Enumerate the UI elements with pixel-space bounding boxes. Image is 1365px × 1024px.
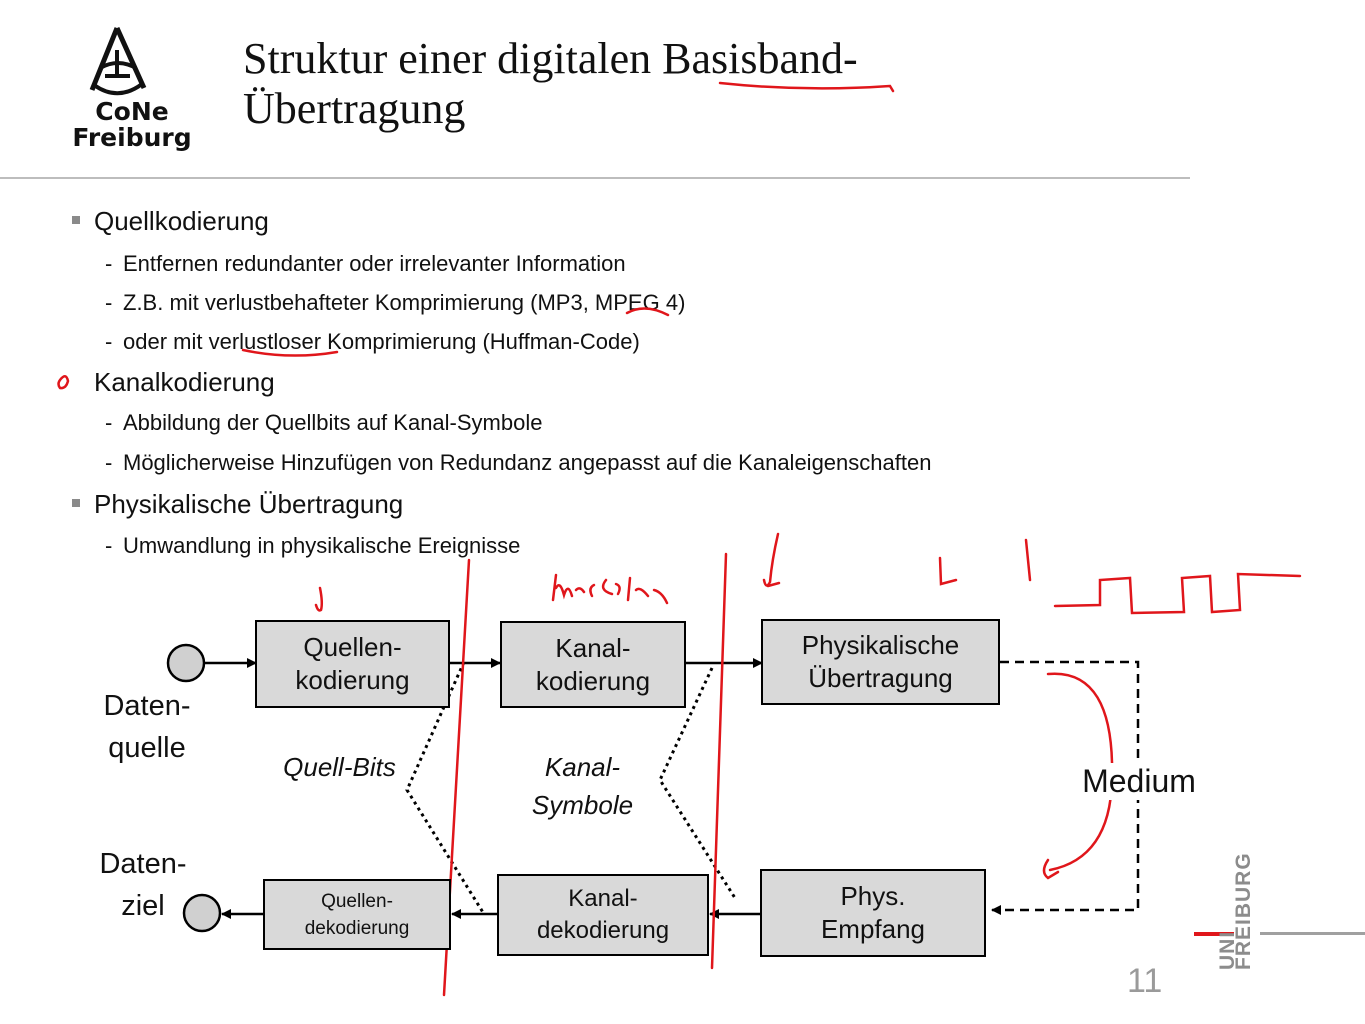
box-quellenkodierung: Quellen- kodierung bbox=[255, 620, 450, 708]
title-line-1: Struktur einer digitalen Basisband- bbox=[243, 34, 858, 83]
sub-item-label: Z.B. mit verlustbehafteter Komprimierung… bbox=[123, 290, 686, 315]
sub-item-label: oder mit verlustloser Komprimierung (Huf… bbox=[123, 329, 640, 354]
bullet-label: Physikalische Übertragung bbox=[94, 489, 404, 519]
sub-item-label: Umwandlung in physikalische Ereignisse bbox=[123, 533, 521, 558]
red-handwriting bbox=[57, 81, 1302, 997]
kanal-symbole-label: Kanal- Symbole bbox=[531, 752, 634, 820]
freiburg-text: FREIBURG bbox=[1232, 852, 1255, 970]
title-line-2: Übertragung bbox=[243, 84, 466, 133]
bullet-quellkodierung: Quellkodierung bbox=[72, 206, 269, 236]
antenna-icon bbox=[89, 26, 147, 96]
bullet-label: Kanalkodierung bbox=[94, 367, 275, 397]
sub-item-label: Abbildung der Quellbits auf Kanal-Symbol… bbox=[123, 410, 543, 435]
box-kanaldekodierung: Kanal- dekodierung bbox=[497, 874, 709, 956]
box-physikalische-uebertragung: Physikalische Übertragung bbox=[761, 619, 1000, 705]
page-number: 11 bbox=[1127, 962, 1163, 1000]
sub-item: -Z.B. mit verlustbehafteter Komprimierun… bbox=[105, 290, 686, 315]
bullet-physikalische-uebertragung: Physikalische Übertragung bbox=[72, 489, 403, 519]
source-node bbox=[166, 643, 206, 683]
pointer-lines bbox=[405, 661, 737, 915]
medium-label: Medium bbox=[1064, 763, 1214, 800]
logo-grey-bar bbox=[1260, 932, 1365, 935]
box-quellendekodierung: Quellen- dekodierung bbox=[263, 879, 451, 950]
title-divider bbox=[0, 177, 1190, 179]
sub-item-label: Entfernen redundanter oder irrelevanter … bbox=[123, 251, 626, 276]
uni-freiburg-logo: UNI FREIBURG bbox=[1190, 852, 1365, 980]
logo-red-bar bbox=[1194, 932, 1234, 936]
signal-arrows bbox=[204, 658, 763, 919]
bullet-label: Quellkodierung bbox=[94, 206, 269, 236]
square-bullet-icon bbox=[72, 499, 80, 507]
slide-title: Struktur einer digitalen Basisband- Über… bbox=[243, 34, 858, 134]
sub-item: -Möglicherweise Hinzufügen von Redundanz… bbox=[105, 450, 932, 475]
sink-node bbox=[182, 893, 222, 933]
sink-label: Daten- ziel bbox=[99, 848, 187, 922]
sub-item-label: Möglicherweise Hinzufügen von Redundanz … bbox=[123, 450, 932, 475]
logo-line-2: Freiburg bbox=[72, 123, 192, 152]
bullet-kanalkodierung: Kanalkodierung bbox=[72, 367, 275, 397]
sub-item: -oder mit verlustloser Komprimierung (Hu… bbox=[105, 329, 640, 354]
sub-item: -Entfernen redundanter oder irrelevanter… bbox=[105, 251, 626, 276]
cone-freiburg-logo: CoNe Freiburg bbox=[62, 20, 202, 160]
source-label: Daten- quelle bbox=[103, 690, 191, 764]
box-kanalkodierung: Kanal- kodierung bbox=[500, 621, 686, 708]
sub-item: -Umwandlung in physikalische Ereignisse bbox=[105, 533, 521, 558]
quell-bits-label: Quell-Bits bbox=[283, 752, 396, 782]
square-bullet-icon bbox=[72, 216, 80, 224]
sub-item: -Abbildung der Quellbits auf Kanal-Symbo… bbox=[105, 410, 543, 435]
logo-line-1: CoNe bbox=[95, 97, 169, 126]
box-phys-empfang: Phys. Empfang bbox=[760, 869, 986, 957]
